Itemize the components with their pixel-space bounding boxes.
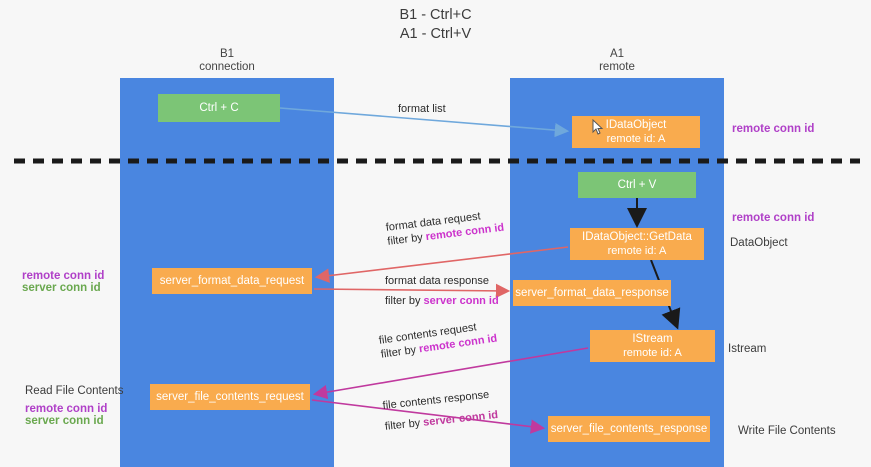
column-header-b1: B1 connection [120,48,334,74]
side-label-write-file-contents: Write File Contents [738,425,836,437]
node-server-file-contents-request[interactable]: server_file_contents_request [150,384,310,410]
node-server-format-data-response-label: server_format_data_response [515,287,669,299]
filter-key-server-conn-id: server conn id [423,295,499,307]
node-istream-sub: remote id: A [623,347,682,359]
node-getdata[interactable]: IDataObject::GetData remote id: A [570,228,704,260]
edge-label-format-data-response-line1: format data response [385,275,489,287]
edge-file-contents-response [311,399,546,434]
edge-label-format-data-response: format data response filter by server co… [385,274,499,308]
edge-format-data-response [313,283,511,299]
mouse-cursor-icon [592,119,604,135]
edge-label-format-list-text: format list [398,103,446,115]
node-server-format-data-response[interactable]: server_format_data_response [513,280,671,306]
edge-label-format-list: format list [398,102,446,116]
edge-format-list [279,107,570,138]
node-getdata-label: IDataObject::GetData [582,231,692,243]
side-label-bottom-left-server-conn-id: server conn id [25,415,104,427]
filter-prefix: filter by [384,416,424,433]
edge-label-format-data-response-line2: filter by server conn id [385,294,499,308]
side-label-read-file-contents: Read File Contents [25,385,124,397]
node-idataobject-sub: remote id: A [606,133,666,145]
column-header-b1-role: connection [199,61,255,73]
node-server-format-data-request[interactable]: server_format_data_request [152,268,312,294]
side-label-remote-conn-id-top: remote conn id [732,123,815,135]
title-line-1: B1 - Ctrl+C [399,7,472,23]
column-header-a1-role: remote [599,61,635,73]
diagram-title: B1 - Ctrl+C A1 - Ctrl+V [0,6,871,44]
node-ctrl-v-label: Ctrl + V [617,179,657,191]
node-istream-label: IStream [632,333,673,345]
node-server-file-contents-request-label: server_file_contents_request [156,391,304,403]
side-label-bottom-left-remote-conn-id: remote conn id [25,403,108,415]
filter-prefix: filter by [385,295,424,307]
node-ctrl-v[interactable]: Ctrl + V [578,172,696,198]
side-label-istream: Istream [728,343,767,355]
node-ctrl-c[interactable]: Ctrl + C [158,94,280,122]
node-server-file-contents-response[interactable]: server_file_contents_response [548,416,710,442]
column-header-a1-name: A1 [609,48,625,60]
side-label-dataobject: DataObject [730,237,788,249]
node-ctrl-c-label: Ctrl + C [199,102,239,114]
node-server-file-contents-response-label: server_file_contents_response [550,423,708,435]
edge-format-data-request [314,246,569,283]
side-label-remote-conn-id-mid: remote conn id [732,212,815,224]
side-label-left-remote-conn-id: remote conn id [22,270,105,282]
node-server-format-data-request-label: server_format_data_request [159,275,305,287]
column-header-a1: A1 remote [510,48,724,74]
node-istream[interactable]: IStream remote id: A [590,330,715,362]
node-idataobject-label: IDataObject [605,119,667,131]
title-line-2: A1 - Ctrl+V [399,26,472,42]
column-header-b1-name: B1 [219,48,235,60]
edge-file-contents-request [312,347,589,400]
side-label-left-server-conn-id: server conn id [22,282,101,294]
node-getdata-sub: remote id: A [607,245,667,257]
